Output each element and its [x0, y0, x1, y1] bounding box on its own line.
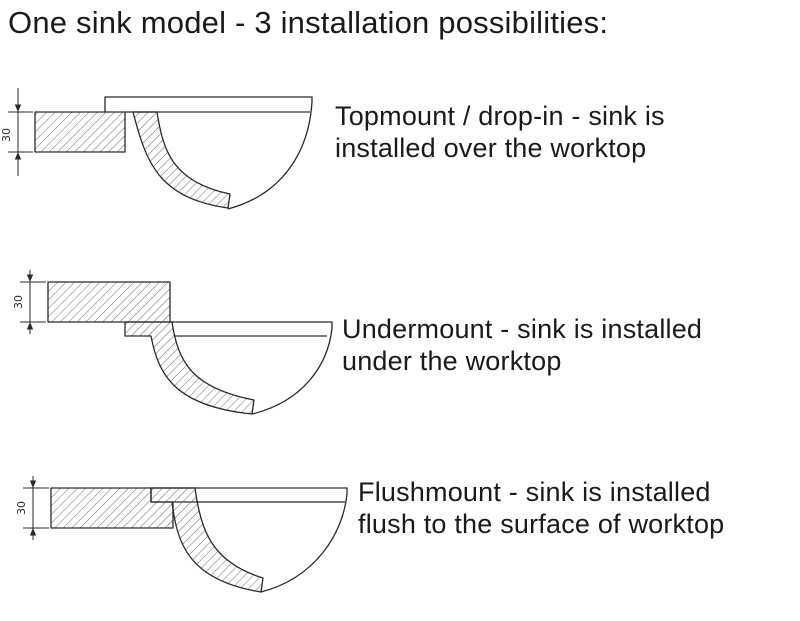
- caption-undermount: Undermount - sink is installed under the…: [342, 313, 702, 377]
- dimension-30: 30: [15, 476, 49, 540]
- dimension-extension-lines: [23, 487, 49, 529]
- worktop-section: [34, 111, 126, 153]
- flushmount-drawing: 30: [15, 476, 348, 593]
- caption-line: under the worktop: [342, 346, 562, 376]
- sink-wall-section: [124, 321, 255, 415]
- page-title: One sink model - 3 installation possibil…: [8, 5, 609, 40]
- caption-topmount: Topmount / drop-in - sink is installed o…: [335, 100, 665, 164]
- caption-line: Flushmount - sink is installed: [358, 477, 711, 507]
- sink-wall-section: [132, 111, 231, 209]
- undermount-drawing: 30: [12, 270, 333, 415]
- caption-line: installed over the worktop: [335, 133, 647, 163]
- dimension-label: 30: [0, 128, 13, 142]
- dimension-extension-lines: [20, 281, 46, 323]
- sink-rim-outline: [151, 487, 348, 593]
- sink-rim-outline: [170, 321, 333, 415]
- dimension-label: 30: [15, 501, 28, 515]
- caption-line: Undermount - sink is installed: [342, 314, 703, 344]
- caption-line: Topmount / drop-in - sink is: [335, 101, 665, 131]
- dimension-30: 30: [0, 88, 33, 176]
- dimension-label: 30: [12, 295, 25, 309]
- dimension-extension-lines: [8, 111, 33, 153]
- caption-line: flush to the surface of worktop: [358, 509, 725, 539]
- topmount-drawing: 30: [0, 88, 313, 210]
- caption-flushmount: Flushmount - sink is installed flush to …: [358, 476, 724, 540]
- dimension-30: 30: [12, 270, 46, 334]
- worktop-section: [47, 281, 171, 323]
- sink-wall-section: [150, 487, 264, 593]
